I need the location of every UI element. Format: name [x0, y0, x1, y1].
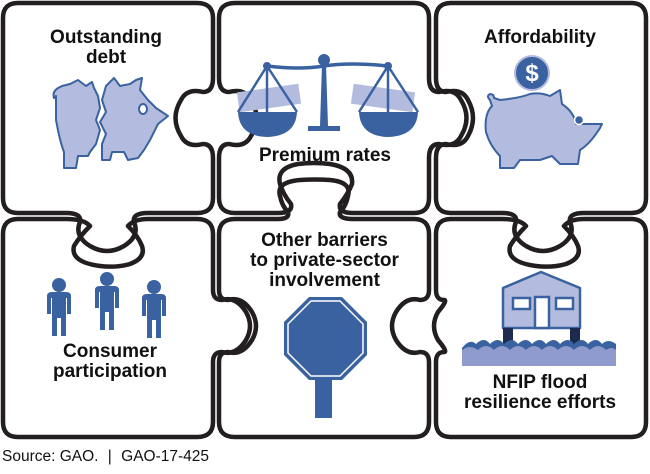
- person-icon: [47, 278, 71, 336]
- elevated-house-flood-icon: [462, 270, 616, 366]
- source-text: Source: GAO.: [2, 448, 99, 465]
- label-line: debt: [85, 47, 127, 68]
- label-line: Consumer: [63, 341, 157, 362]
- stop-sign-icon: [284, 297, 367, 418]
- puzzle-diagram: $: [0, 0, 649, 440]
- label-consumer-participation: Consumer participation: [10, 342, 210, 382]
- puzzle-piece-other-barriers: [216, 177, 432, 440]
- balance-scale-icon: [236, 54, 420, 137]
- label-nfip-flood-resilience: NFIP flood resilience efforts: [440, 373, 640, 413]
- piggy-bank-coin-icon: $: [484, 55, 603, 169]
- label-line: Other barriers: [261, 230, 388, 251]
- source-footer: Source: GAO. | GAO-17-425: [2, 448, 209, 466]
- puzzle-piece-consumer-participation: [0, 216, 253, 440]
- footer-separator: |: [107, 448, 112, 465]
- label-line: involvement: [269, 270, 380, 291]
- broken-piggy-bank-icon: [52, 77, 169, 169]
- person-icon: [95, 272, 119, 330]
- label-outstanding-debt: Outstanding debt: [20, 28, 192, 68]
- label-line: resilience efforts: [463, 392, 617, 413]
- label-line: Premium rates: [258, 145, 391, 166]
- label-line: NFIP flood: [492, 372, 588, 393]
- person-icon: [142, 280, 166, 338]
- label-line: to private-sector: [250, 250, 399, 271]
- label-line: Affordability: [484, 27, 596, 48]
- coin-dollar-sign: $: [525, 60, 539, 87]
- label-premium-rates: Premium rates: [230, 146, 420, 166]
- label-other-barriers: Other barriers to private-sector involve…: [222, 231, 427, 291]
- puzzle-piece-nfip-flood-resilience: [431, 216, 649, 440]
- puzzle-piece-outstanding-debt: [0, 0, 216, 254]
- label-line: Outstanding: [50, 27, 162, 48]
- label-affordability: Affordability: [450, 28, 630, 48]
- puzzle-piece-affordability: [433, 0, 649, 254]
- label-line: participation: [52, 361, 167, 382]
- report-id: GAO-17-425: [121, 448, 210, 465]
- people-icon: [47, 272, 166, 338]
